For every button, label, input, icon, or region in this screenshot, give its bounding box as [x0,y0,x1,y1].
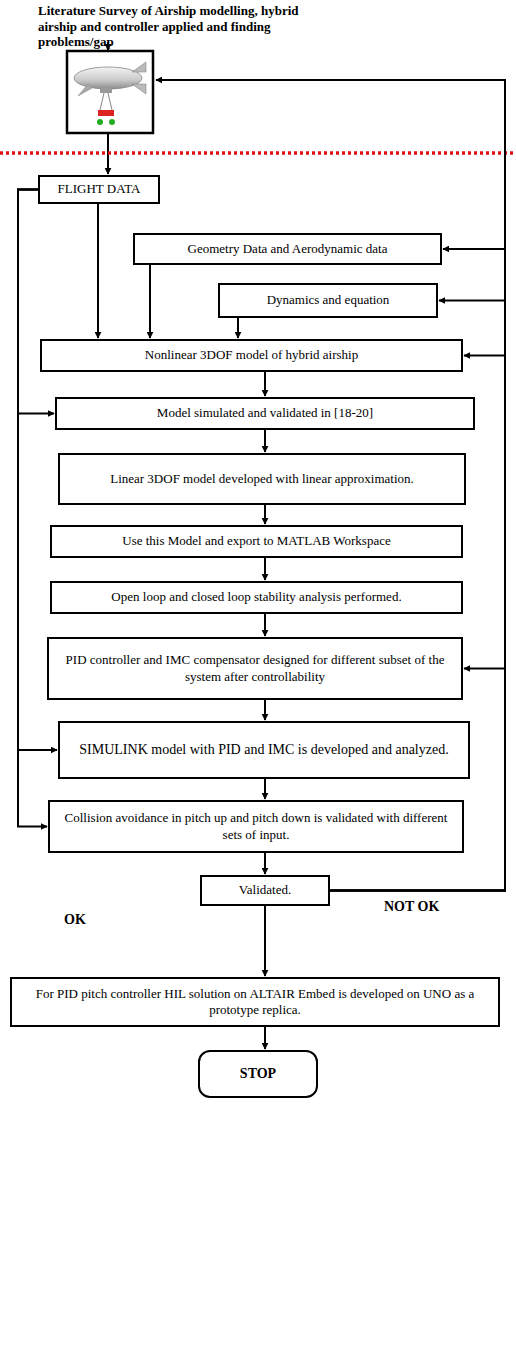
process-box: Collision avoidance in pitch up and pitc… [48,800,464,853]
process-box: SIMULINK model with PID and IMC is devel… [58,721,470,779]
flow-arrow [18,190,47,827]
flow-arrow [330,669,505,891]
process-box: Geometry Data and Aerodynamic data [133,233,442,265]
box-text: FLIGHT DATA [58,181,141,197]
box-text: Validated. [239,882,291,898]
process-box: Dynamics and equation [218,283,438,318]
flow-arrow [264,779,266,799]
flow-arrow [264,430,266,452]
airship-picture-frame [67,51,153,133]
flow-arrow [264,1027,266,1049]
box-text: SIMULINK model with PID and IMC is devel… [79,741,448,759]
flow-arrow [264,558,266,580]
flow-arrow [149,265,151,338]
separator-line [0,151,516,155]
airship-illustration [74,62,146,125]
process-box: Use this Model and export to MATLAB Work… [50,525,463,558]
box-text: Open loop and closed loop stability anal… [111,589,401,605]
terminal-box: STOP [198,1050,318,1098]
box-text: For PID pitch controller HIL solution on… [20,986,490,1019]
edge-group [18,190,505,1050]
box-text: Model simulated and validated in [18-20] [157,405,373,421]
box-text: Dynamics and equation [267,292,390,308]
box-text: STOP [240,1065,276,1083]
flow-arrow [264,853,266,874]
flow-arrow [264,906,266,976]
flow-title: Literature Survey of Airship modelling, … [38,3,300,50]
box-text: Linear 3DOF model developed with linear … [110,471,414,487]
process-box: Linear 3DOF model developed with linear … [58,453,466,505]
flow-arrow [264,372,266,396]
box-text: PID controller and IMC compensator desig… [57,652,453,685]
box-text: Geometry Data and Aerodynamic data [188,241,388,257]
flow-arrow [18,190,54,414]
flow-arrow [264,505,266,524]
flow-arrow [264,614,266,636]
flow-arrow [237,318,239,338]
data-box: FLIGHT DATA [38,175,160,204]
process-box: PID controller and IMC compensator desig… [47,637,463,700]
flow-arrow [97,204,99,338]
box-text: Use this Model and export to MATLAB Work… [122,533,390,549]
branch-label: NOT OK [382,899,441,916]
process-box: For PID pitch controller HIL solution on… [10,977,500,1027]
decision-box: Validated. [200,875,330,906]
box-text: Collision avoidance in pitch up and pitc… [58,810,454,843]
flow-arrow [264,700,266,720]
process-box: Model simulated and validated in [18-20] [55,397,475,430]
process-box: Open loop and closed loop stability anal… [50,581,463,614]
branch-label: OK [62,912,88,929]
feedback-line [156,80,505,320]
box-text: Nonlinear 3DOF model of hybrid airship [145,347,358,363]
process-box: Nonlinear 3DOF model of hybrid airship [40,339,463,372]
